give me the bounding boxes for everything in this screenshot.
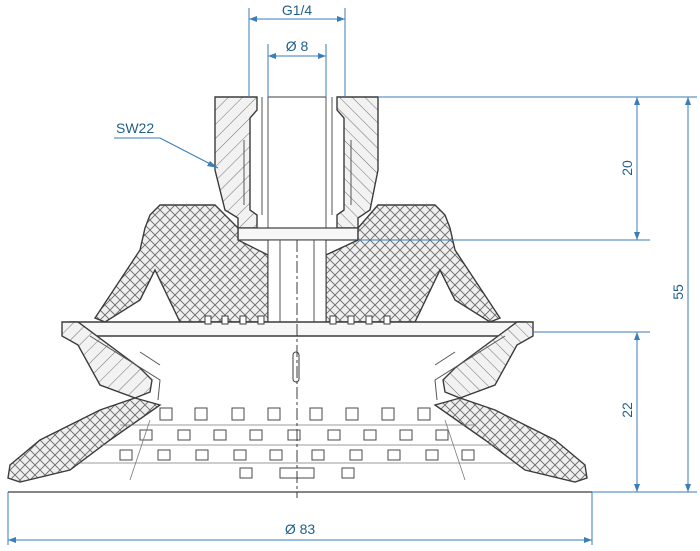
dimension-bore: Ø 8 (267, 38, 327, 97)
bellow-fold (61, 315, 534, 401)
dimension-wrench: SW22 (114, 120, 219, 169)
height-top-label: 20 (619, 160, 635, 176)
sealing-lip (7, 397, 592, 493)
diameter-label: Ø 83 (285, 521, 316, 537)
bore-label: Ø 8 (286, 38, 309, 54)
height-bottom-label: 22 (619, 402, 635, 418)
dimension-thread: G1/4 (248, 2, 346, 97)
wrench-label: SW22 (116, 120, 154, 136)
height-total-label: 55 (670, 284, 686, 300)
dimension-height-total: 55 (592, 96, 697, 493)
dimension-height-bottom: 22 (533, 331, 650, 492)
thread-label: G1/4 (282, 2, 313, 18)
dimension-height-top: 20 (358, 96, 650, 241)
dimension-diameter: Ø 83 (7, 492, 593, 545)
fitting-insert (214, 96, 379, 241)
